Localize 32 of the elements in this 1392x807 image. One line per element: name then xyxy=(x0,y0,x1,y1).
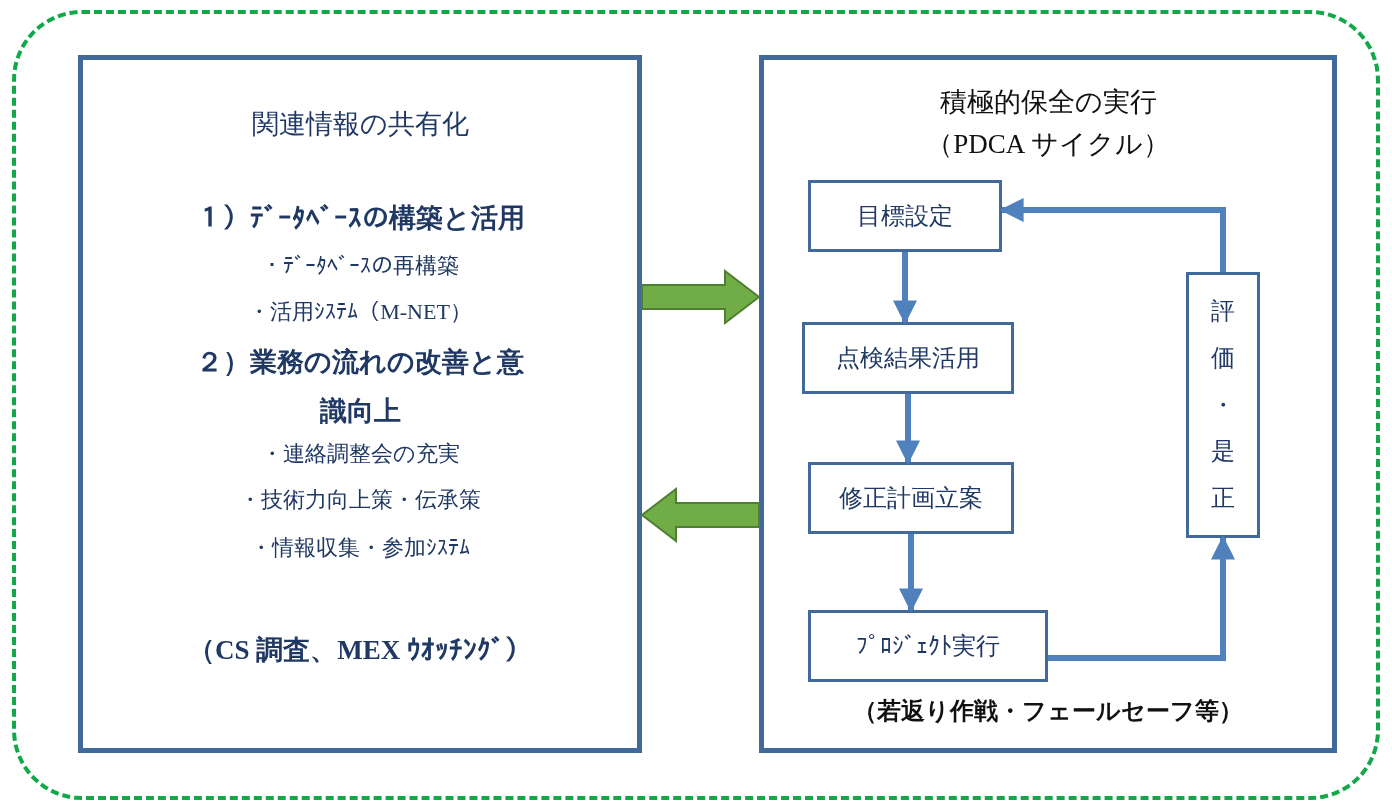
bullet-item: ・技術力向上策・伝承策 xyxy=(238,486,482,514)
panel xyxy=(78,55,642,753)
bullet-item: ・連絡調整会の充実 xyxy=(259,440,461,468)
arrow xyxy=(999,198,1226,272)
panel xyxy=(759,55,1337,753)
bullet-item: ・ﾃﾞｰﾀﾍﾞｰｽの再構築 xyxy=(260,252,460,280)
dashed-group-frame xyxy=(12,10,1380,800)
process-box xyxy=(802,322,1014,394)
arrow xyxy=(1048,535,1235,661)
section-heading: ２）業務の流れの改善と意識向上 xyxy=(195,346,525,428)
block-arrow xyxy=(640,486,760,544)
bullet-item: ・情報収集・参加ｼｽﾃﾑ xyxy=(249,534,471,562)
note-text: （若返り作戦・フェールセーフ等） xyxy=(852,697,1244,726)
step-label: ﾌﾟﾛｼﾞｪｸﾄ実行 xyxy=(856,631,1000,662)
arrow xyxy=(899,534,923,613)
panel-heading: 関連情報の共有化 xyxy=(250,108,470,141)
note-text: （CS 調査、MEX ｳｵｯﾁﾝｸﾞ） xyxy=(187,634,533,667)
process-box xyxy=(808,180,1002,252)
section-heading: １）ﾃﾞｰﾀﾍﾞｰｽの構築と活用 xyxy=(194,202,526,235)
step-label: 評価・是正 xyxy=(1211,296,1235,515)
process-box xyxy=(808,610,1048,682)
panel-subheading: （PDCA サイクル） xyxy=(925,128,1171,161)
step-label: 点検結果活用 xyxy=(836,343,980,374)
step-label: 修正計画立案 xyxy=(839,483,983,514)
process-box xyxy=(808,462,1014,534)
panel-heading: 積極的保全の実行 xyxy=(938,86,1158,119)
bullet-item: ・活用ｼｽﾃﾑ（M-NET） xyxy=(247,298,473,326)
block-arrow xyxy=(641,268,761,326)
arrow xyxy=(896,394,920,465)
step-label: 目標設定 xyxy=(857,201,953,232)
process-box xyxy=(1186,272,1260,538)
arrow xyxy=(893,252,917,325)
